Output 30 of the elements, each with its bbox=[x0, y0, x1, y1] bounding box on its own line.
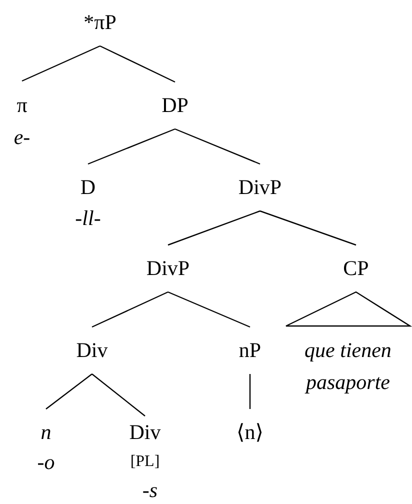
tree-label: -s bbox=[141, 476, 159, 504]
tree-label: ⟨n⟩ bbox=[236, 418, 264, 446]
tree-label: Div bbox=[76, 336, 108, 364]
tree-branch bbox=[100, 45, 176, 83]
tree-label: que tienen pasaporte bbox=[304, 337, 392, 396]
tree-label: e- bbox=[14, 124, 30, 151]
tree-branch bbox=[174, 128, 260, 165]
tree-label: D bbox=[79, 174, 97, 200]
tree-label: π bbox=[16, 92, 28, 119]
tree-branch bbox=[260, 210, 356, 246]
tree-label: Div bbox=[129, 418, 161, 446]
tree-label: CP bbox=[343, 254, 369, 282]
tree-label: DivP bbox=[146, 254, 190, 282]
tree-label: [PL] bbox=[129, 452, 161, 472]
tree-branch bbox=[46, 374, 92, 410]
tree-branch bbox=[92, 291, 168, 328]
tree-label: DP bbox=[162, 92, 188, 118]
tree-triangle bbox=[285, 291, 412, 327]
tree-branch bbox=[168, 210, 260, 246]
tree-label: -ll- bbox=[75, 204, 101, 232]
tree-label: *πP bbox=[84, 8, 116, 36]
tree-label: -o bbox=[37, 449, 55, 476]
tree-branch bbox=[88, 128, 176, 165]
tree-branch bbox=[168, 291, 250, 328]
tree-label: nP bbox=[238, 336, 262, 364]
tree-branch bbox=[92, 374, 146, 416]
tree-branch bbox=[22, 45, 100, 82]
tree-label: DivP bbox=[238, 174, 282, 200]
tree-branch bbox=[249, 374, 251, 409]
tree-label: n bbox=[40, 419, 52, 446]
